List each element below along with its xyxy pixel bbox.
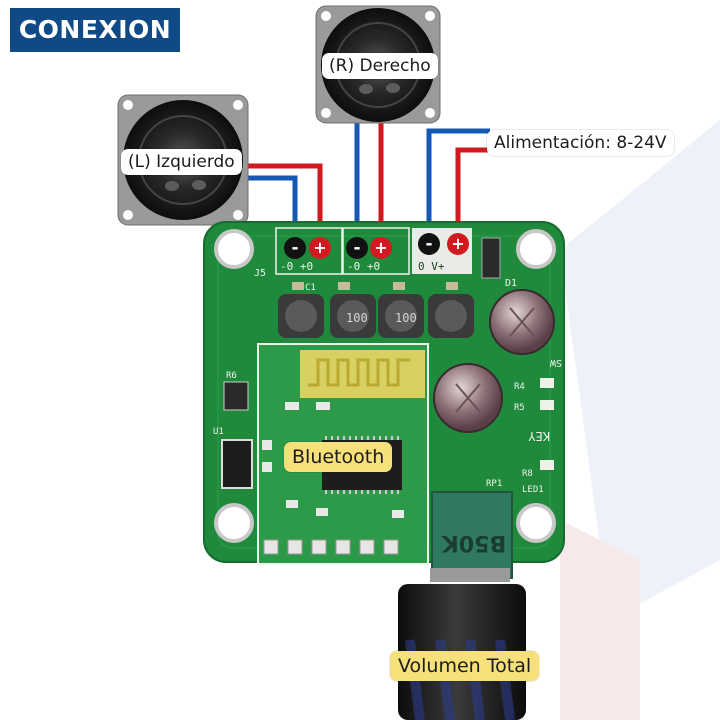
plus-icon: + bbox=[451, 234, 464, 253]
silk-r4: R4 bbox=[514, 382, 525, 392]
power-negative-wire bbox=[426, 128, 490, 232]
inductor-marking: 100 bbox=[346, 311, 368, 325]
silk-r5: R5 bbox=[514, 403, 525, 413]
silk-r8: R8 bbox=[522, 469, 533, 479]
silk-d1: D1 bbox=[505, 278, 517, 289]
silk-led: LED1 bbox=[522, 485, 544, 495]
left-speaker-label: (L) Izquierdo bbox=[121, 149, 242, 175]
left-speaker-positive-wire bbox=[248, 163, 323, 235]
plus-icon bbox=[309, 237, 331, 259]
background-shape bbox=[560, 120, 720, 620]
minus-icon bbox=[284, 237, 306, 259]
terminal-markers: - + - + - + bbox=[284, 233, 469, 259]
silk-power-terminal: 0 V+ bbox=[418, 260, 445, 273]
volume-label: Volumen Total bbox=[390, 651, 540, 681]
inductor-row: 100 100 bbox=[278, 294, 474, 338]
silk-rp1: RP1 bbox=[486, 479, 502, 489]
silk-u1: U1 bbox=[213, 427, 224, 437]
silk-mid-terminal: -0 +0 bbox=[347, 260, 380, 273]
pot-marking: B50K bbox=[441, 530, 506, 555]
left-speaker-negative-wire bbox=[248, 175, 298, 235]
power-label: Alimentación: 8-24V bbox=[487, 130, 674, 156]
silk-c1: C1 bbox=[305, 283, 316, 293]
amplifier-board: -0 +0 -0 +0 0 V+ J5 D1 C1 100 100 bbox=[203, 221, 565, 565]
silk-j5: J5 bbox=[254, 268, 266, 279]
silk-key: KEY bbox=[528, 429, 550, 443]
silk-sw: SW bbox=[549, 357, 562, 368]
minus-icon: - bbox=[353, 238, 360, 258]
plus-icon: + bbox=[313, 238, 326, 257]
plus-icon bbox=[370, 237, 392, 259]
background-shape bbox=[560, 520, 640, 720]
silk-r6: R6 bbox=[226, 371, 237, 381]
bluetooth-antenna bbox=[300, 350, 425, 398]
page-title: CONEXION bbox=[10, 8, 180, 52]
right-speaker-label: (R) Derecho bbox=[322, 53, 438, 79]
inductor-marking: 100 bbox=[395, 311, 417, 325]
minus-icon: - bbox=[291, 238, 298, 258]
minus-icon bbox=[418, 233, 440, 255]
power-positive-wire bbox=[455, 147, 490, 232]
plus-icon bbox=[447, 233, 469, 255]
silk-left-terminal: -0 +0 bbox=[280, 260, 313, 273]
bluetooth-label: Bluetooth bbox=[284, 442, 393, 472]
minus-icon: - bbox=[425, 234, 432, 254]
plus-icon: + bbox=[374, 238, 387, 257]
minus-icon bbox=[346, 237, 368, 259]
